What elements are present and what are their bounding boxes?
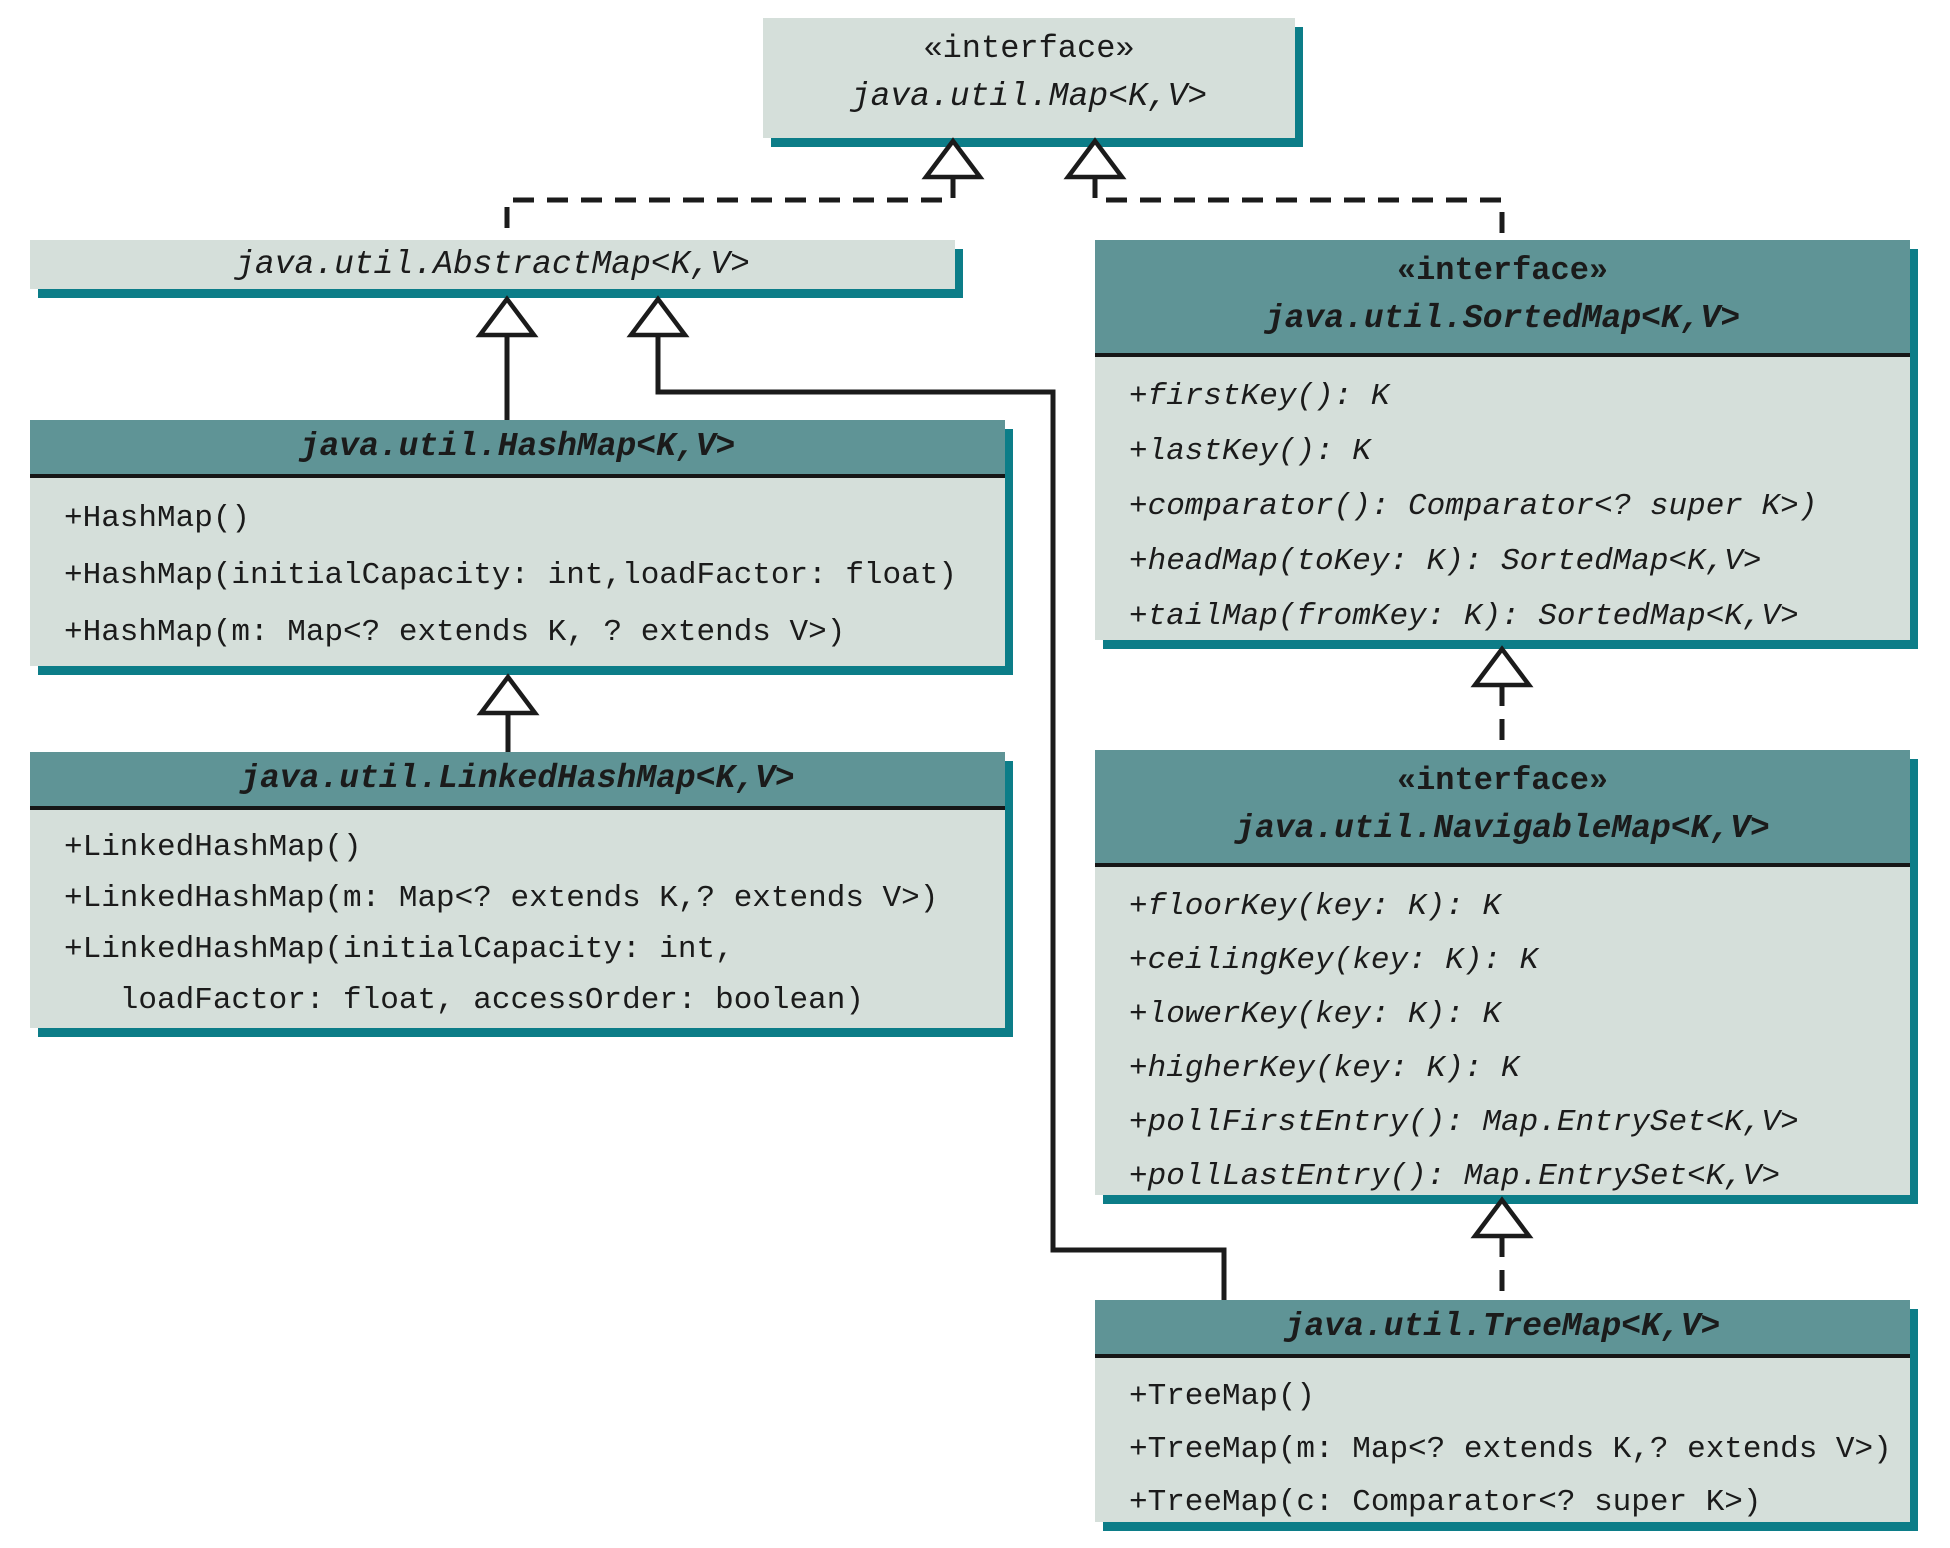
method: +firstKey(): K [1129, 379, 1390, 414]
triangle-under-map-left [921, 137, 985, 180]
method: +HashMap(m: Map<? extends K, ? extends V… [64, 615, 846, 650]
class-name-abstractmap: java.util.AbstractMap<K,V> [235, 246, 750, 283]
class-name-navigablemap: java.util.NavigableMap<K,V> [1235, 810, 1770, 847]
class-box-navigablemap: «interface» java.util.NavigableMap<K,V> … [1095, 750, 1910, 1195]
method: +pollFirstEntry(): Map.EntrySet<K,V> [1129, 1104, 1799, 1140]
triangle-under-map-right [1063, 137, 1127, 180]
method-list-sortedmap: +firstKey(): K +lastKey(): K +comparator… [1095, 357, 1910, 644]
class-name-treemap: java.util.TreeMap<K,V> [1284, 1308, 1721, 1345]
method: +headMap(toKey: K): SortedMap<K,V> [1129, 544, 1762, 579]
class-name-map: java.util.Map<K,V> [850, 78, 1208, 115]
method: +lowerKey(key: K): K [1129, 996, 1502, 1032]
method-continuation: loadFactor: float, accessOrder: boolean) [64, 983, 864, 1018]
stereotype-label: «interface» [923, 30, 1135, 67]
method: +LinkedHashMap(initialCapacity: int, [64, 932, 734, 967]
method: +TreeMap(c: Comparator<? super K>) [1129, 1485, 1762, 1520]
class-box-hashmap: java.util.HashMap<K,V> +HashMap() +HashM… [30, 420, 1005, 666]
method: +LinkedHashMap(m: Map<? extends K,? exte… [64, 881, 939, 916]
method-list-hashmap: +HashMap() +HashMap(initialCapacity: int… [30, 478, 1005, 661]
method-list-navigablemap: +floorKey(key: K): K +ceilingKey(key: K)… [1095, 867, 1910, 1203]
method: +tailMap(fromKey: K): SortedMap<K,V> [1129, 599, 1799, 634]
method: +TreeMap(m: Map<? extends K,? extends V>… [1129, 1432, 1892, 1467]
method: +ceilingKey(key: K): K [1129, 942, 1539, 978]
triangle-under-abstractmap-left [475, 295, 539, 338]
method: +LinkedHashMap() [64, 830, 362, 865]
class-box-map: «interface» java.util.Map<K,V> [763, 18, 1295, 138]
class-box-sortedmap: «interface» java.util.SortedMap<K,V> +fi… [1095, 240, 1910, 640]
method: +lastKey(): K [1129, 434, 1371, 469]
stereotype-label: «interface» [1396, 252, 1609, 289]
method: +TreeMap() [1129, 1379, 1316, 1414]
class-name-hashmap: java.util.HashMap<K,V> [299, 428, 736, 465]
method: +pollLastEntry(): Map.EntrySet<K,V> [1129, 1158, 1781, 1194]
class-box-abstractmap: java.util.AbstractMap<K,V> [30, 240, 955, 289]
triangle-under-hashmap [476, 673, 540, 716]
triangle-under-navigablemap [1470, 1196, 1534, 1239]
edge-treemap-to-abstractmap [655, 335, 1227, 1300]
class-name-sortedmap: java.util.SortedMap<K,V> [1264, 300, 1741, 337]
triangle-under-sortedmap [1470, 645, 1534, 688]
method-list-treemap: +TreeMap() +TreeMap(m: Map<? extends K,?… [1095, 1358, 1910, 1529]
method: +HashMap(initialCapacity: int,loadFactor… [64, 558, 957, 593]
method: +floorKey(key: K): K [1129, 888, 1502, 924]
stereotype-label: «interface» [1396, 762, 1609, 799]
class-box-treemap: java.util.TreeMap<K,V> +TreeMap() +TreeM… [1095, 1300, 1910, 1522]
method: +HashMap() [64, 501, 251, 536]
method: +comparator(): Comparator<? super K>) [1129, 489, 1818, 524]
class-box-linkedhashmap: java.util.LinkedHashMap<K,V> +LinkedHash… [30, 752, 1005, 1028]
method: +higherKey(key: K): K [1129, 1050, 1520, 1086]
triangle-under-abstractmap-right [626, 295, 690, 338]
edge-sortedmap-to-map [1092, 177, 1505, 240]
edge-abstractmap-to-map [504, 177, 956, 240]
method-list-linkedhashmap: +LinkedHashMap() +LinkedHashMap(m: Map<?… [30, 810, 1005, 1026]
class-name-linkedhashmap: java.util.LinkedHashMap<K,V> [240, 760, 795, 797]
